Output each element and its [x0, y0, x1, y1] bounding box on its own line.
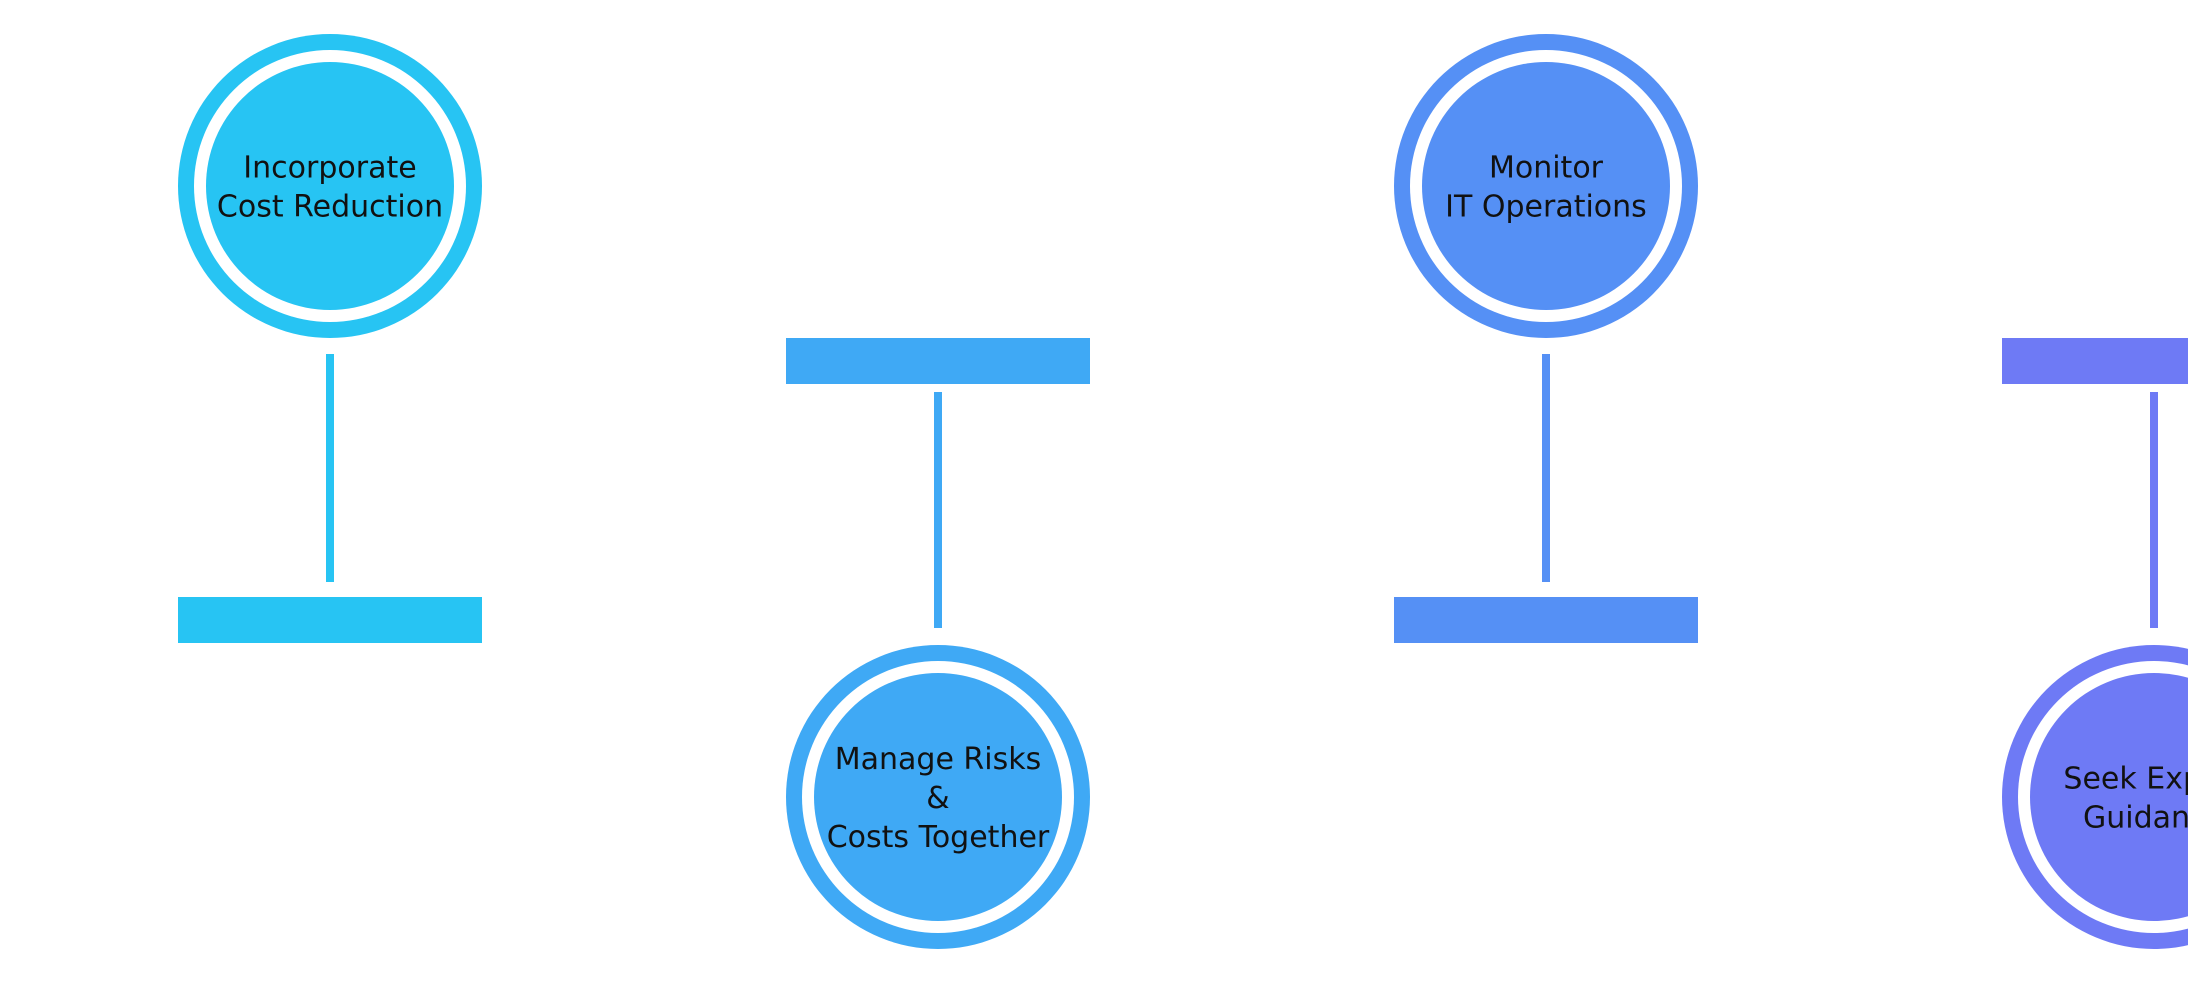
step-bar [2002, 338, 2188, 384]
step-manage-risks: Manage Risks & Costs Together [786, 338, 1090, 949]
connector-line [2150, 392, 2158, 628]
connector-line [1542, 354, 1550, 582]
step-bar [1394, 597, 1698, 643]
step-monitor-it: Monitor IT Operations [1394, 34, 1698, 643]
circle-inner [206, 62, 454, 310]
step-label-line: Cost Reduction [217, 189, 443, 224]
step-label-line: & [926, 781, 949, 816]
step-label-line: Monitor [1489, 150, 1604, 185]
step-bar [786, 338, 1090, 384]
step-label-line: Costs Together [827, 820, 1050, 855]
connector-line [934, 392, 942, 628]
step-label-line: Seek Expert [2063, 761, 2188, 796]
step-label-line: Guidance [2083, 800, 2188, 835]
step-label-line: Incorporate [243, 150, 416, 185]
connector-line [326, 354, 334, 582]
step-label-line: IT Operations [1445, 189, 1647, 224]
circle-inner [2030, 673, 2188, 921]
circle-inner [1422, 62, 1670, 310]
circle-inner [814, 673, 1062, 921]
step-label-line: Manage Risks [835, 742, 1042, 777]
step-bar [178, 597, 482, 643]
step-expert-guidance: Seek ExpertGuidance [2002, 338, 2188, 949]
